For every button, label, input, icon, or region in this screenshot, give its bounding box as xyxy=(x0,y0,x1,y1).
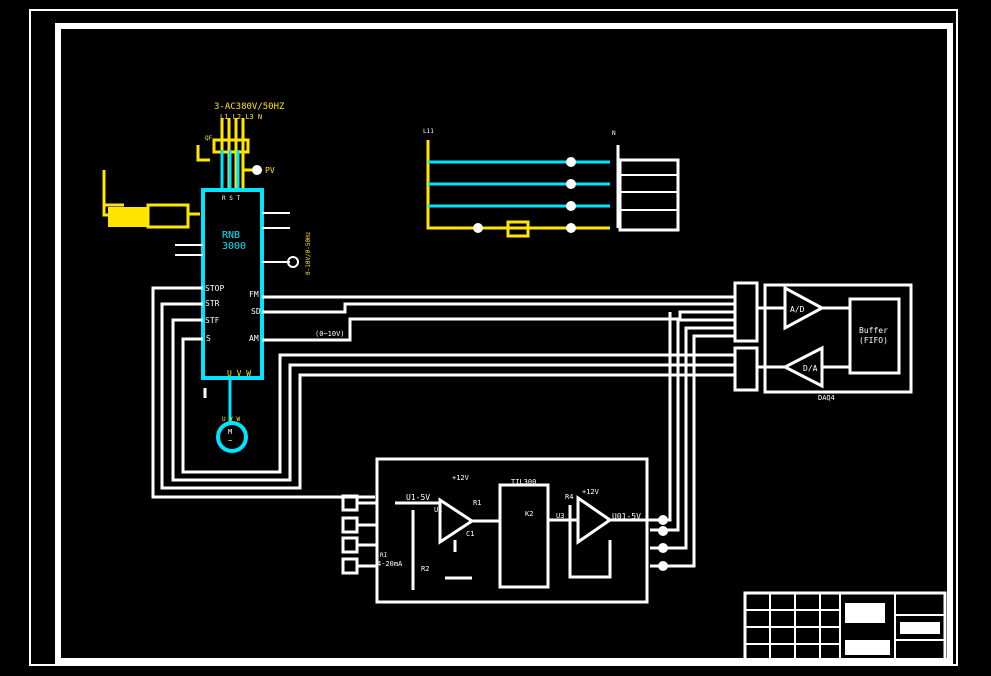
daq-name: DAQ4 xyxy=(818,394,835,402)
control-circuit xyxy=(426,140,680,238)
daq-card xyxy=(733,281,913,394)
vfd-uvw: U V W xyxy=(227,369,251,378)
terminal-sd: SD xyxy=(251,307,261,316)
motor-tilde: ~ xyxy=(228,437,232,445)
v2-label: U01-5V xyxy=(612,512,641,521)
buffer-label: Buffer xyxy=(859,326,888,335)
qf-label: QF xyxy=(205,135,213,142)
vfd-box xyxy=(201,188,264,380)
c1-label: C1 xyxy=(466,530,474,538)
terminal-str: STR xyxy=(205,299,220,308)
motor-uvw: U V W xyxy=(222,416,240,423)
contactor-block xyxy=(108,207,148,227)
p12a-label: +12V xyxy=(452,474,470,482)
terminal-stf: STF xyxy=(205,316,220,325)
range-note: 0-10V/0-50Hz xyxy=(305,231,312,275)
motor-symbol xyxy=(216,421,248,453)
inner-frame xyxy=(55,23,953,664)
vfd-model-num: 3000 xyxy=(222,241,246,252)
fifo-label: (FIFO) xyxy=(859,336,888,345)
terminal-am: AM xyxy=(249,334,259,343)
signal-board xyxy=(341,457,650,604)
tlp-label: TIL300 xyxy=(511,478,536,486)
p12b-label: +12V xyxy=(582,488,600,496)
contactor-coil xyxy=(146,203,190,229)
supply-phases: L1 L2 L3 N xyxy=(220,113,262,121)
motor-m: M xyxy=(228,428,232,436)
pv-label: PV xyxy=(265,166,275,175)
pv-indicator xyxy=(252,165,262,175)
mod-note: (0~10V) xyxy=(315,330,345,338)
title-block xyxy=(743,591,947,663)
v1-label: U1-5V xyxy=(406,493,430,502)
ad-label: A/D xyxy=(790,305,805,314)
vfd-model: RNB xyxy=(222,230,240,241)
u1-label: U1 xyxy=(434,506,442,514)
vfd-rst: R S T xyxy=(222,195,240,202)
ri-label: RI xyxy=(380,552,388,559)
k2-label: K2 xyxy=(525,510,533,518)
control-n: N xyxy=(612,130,616,137)
r4-label: R4 xyxy=(565,493,573,501)
terminal-stop: STOP xyxy=(205,284,224,293)
supply-spec: 3-AC380V/50HZ xyxy=(214,102,285,112)
terminal-s: S xyxy=(206,334,211,343)
outer-frame xyxy=(29,9,958,666)
in-range-label: 4-20mA xyxy=(377,560,403,568)
vfd xyxy=(201,150,264,453)
r2-label: R2 xyxy=(421,565,429,573)
r1-label: R1 xyxy=(473,499,481,507)
da-label: D/A xyxy=(803,364,818,373)
control-l: L11 xyxy=(423,128,434,135)
terminal-fm: FM xyxy=(249,290,259,299)
u3-label: U3 xyxy=(556,512,564,520)
